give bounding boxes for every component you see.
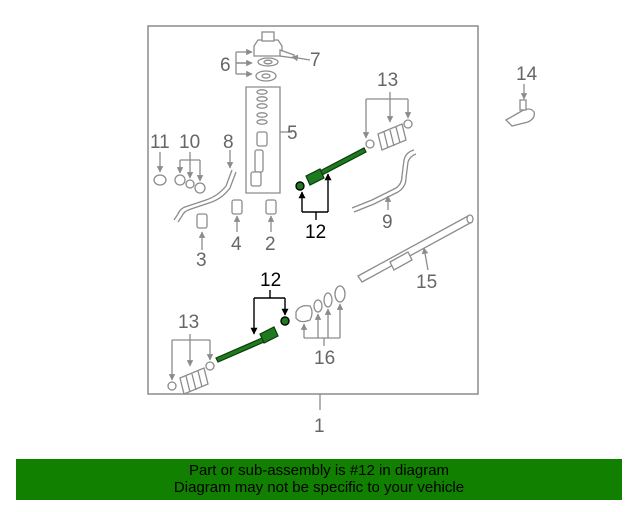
callout-12-upper: 12: [305, 222, 326, 243]
info-banner: Part or sub-assembly is #12 in diagram D…: [16, 459, 622, 500]
callout-10: 10: [179, 132, 200, 153]
callout-16: 16: [314, 348, 335, 369]
callout-15: 15: [416, 272, 437, 293]
pressure-pipe-part-8: [173, 169, 233, 221]
fitting-part-2: [265, 199, 277, 215]
seal-part-10: [174, 174, 206, 194]
return-line-part-9: [351, 149, 415, 209]
callout-4: 4: [231, 234, 242, 255]
callout-13-upper: 13: [377, 70, 398, 91]
fitting-part-3: [196, 213, 208, 229]
callout-9: 9: [382, 212, 393, 233]
callout-2: 2: [265, 234, 276, 255]
boot-part-13-lower: [167, 361, 215, 395]
callout-8: 8: [223, 132, 234, 153]
banner-line-2: Diagram may not be specific to your vehi…: [173, 479, 465, 496]
assembly-frame: [147, 25, 479, 395]
seal-stack-group: [245, 86, 281, 194]
callout-3: 3: [196, 250, 207, 271]
boot-part-13-upper: [365, 119, 413, 151]
banner-line-1: Part or sub-assembly is #12 in diagram: [188, 462, 450, 479]
bushing-part-16: [295, 285, 346, 323]
callout-12-lower: 12: [260, 270, 281, 291]
callout-7: 7: [310, 50, 321, 71]
fitting-part-4: [231, 199, 243, 215]
callout-14: 14: [516, 64, 538, 85]
inner-tie-rod-lower-highlight: [215, 316, 290, 363]
callout-1: 1: [314, 416, 325, 437]
inner-tie-rod-upper-highlight: [295, 147, 367, 191]
o-ring-part-11: [153, 174, 167, 186]
rack-shaft-part-15: [357, 214, 474, 283]
callout-5: 5: [287, 123, 298, 144]
callout-11: 11: [150, 132, 170, 153]
tie-rod-end-part-14: [504, 99, 536, 127]
valve-housing-group: [253, 31, 295, 82]
callout-13-lower: 13: [178, 312, 199, 333]
callout-6: 6: [220, 55, 231, 76]
